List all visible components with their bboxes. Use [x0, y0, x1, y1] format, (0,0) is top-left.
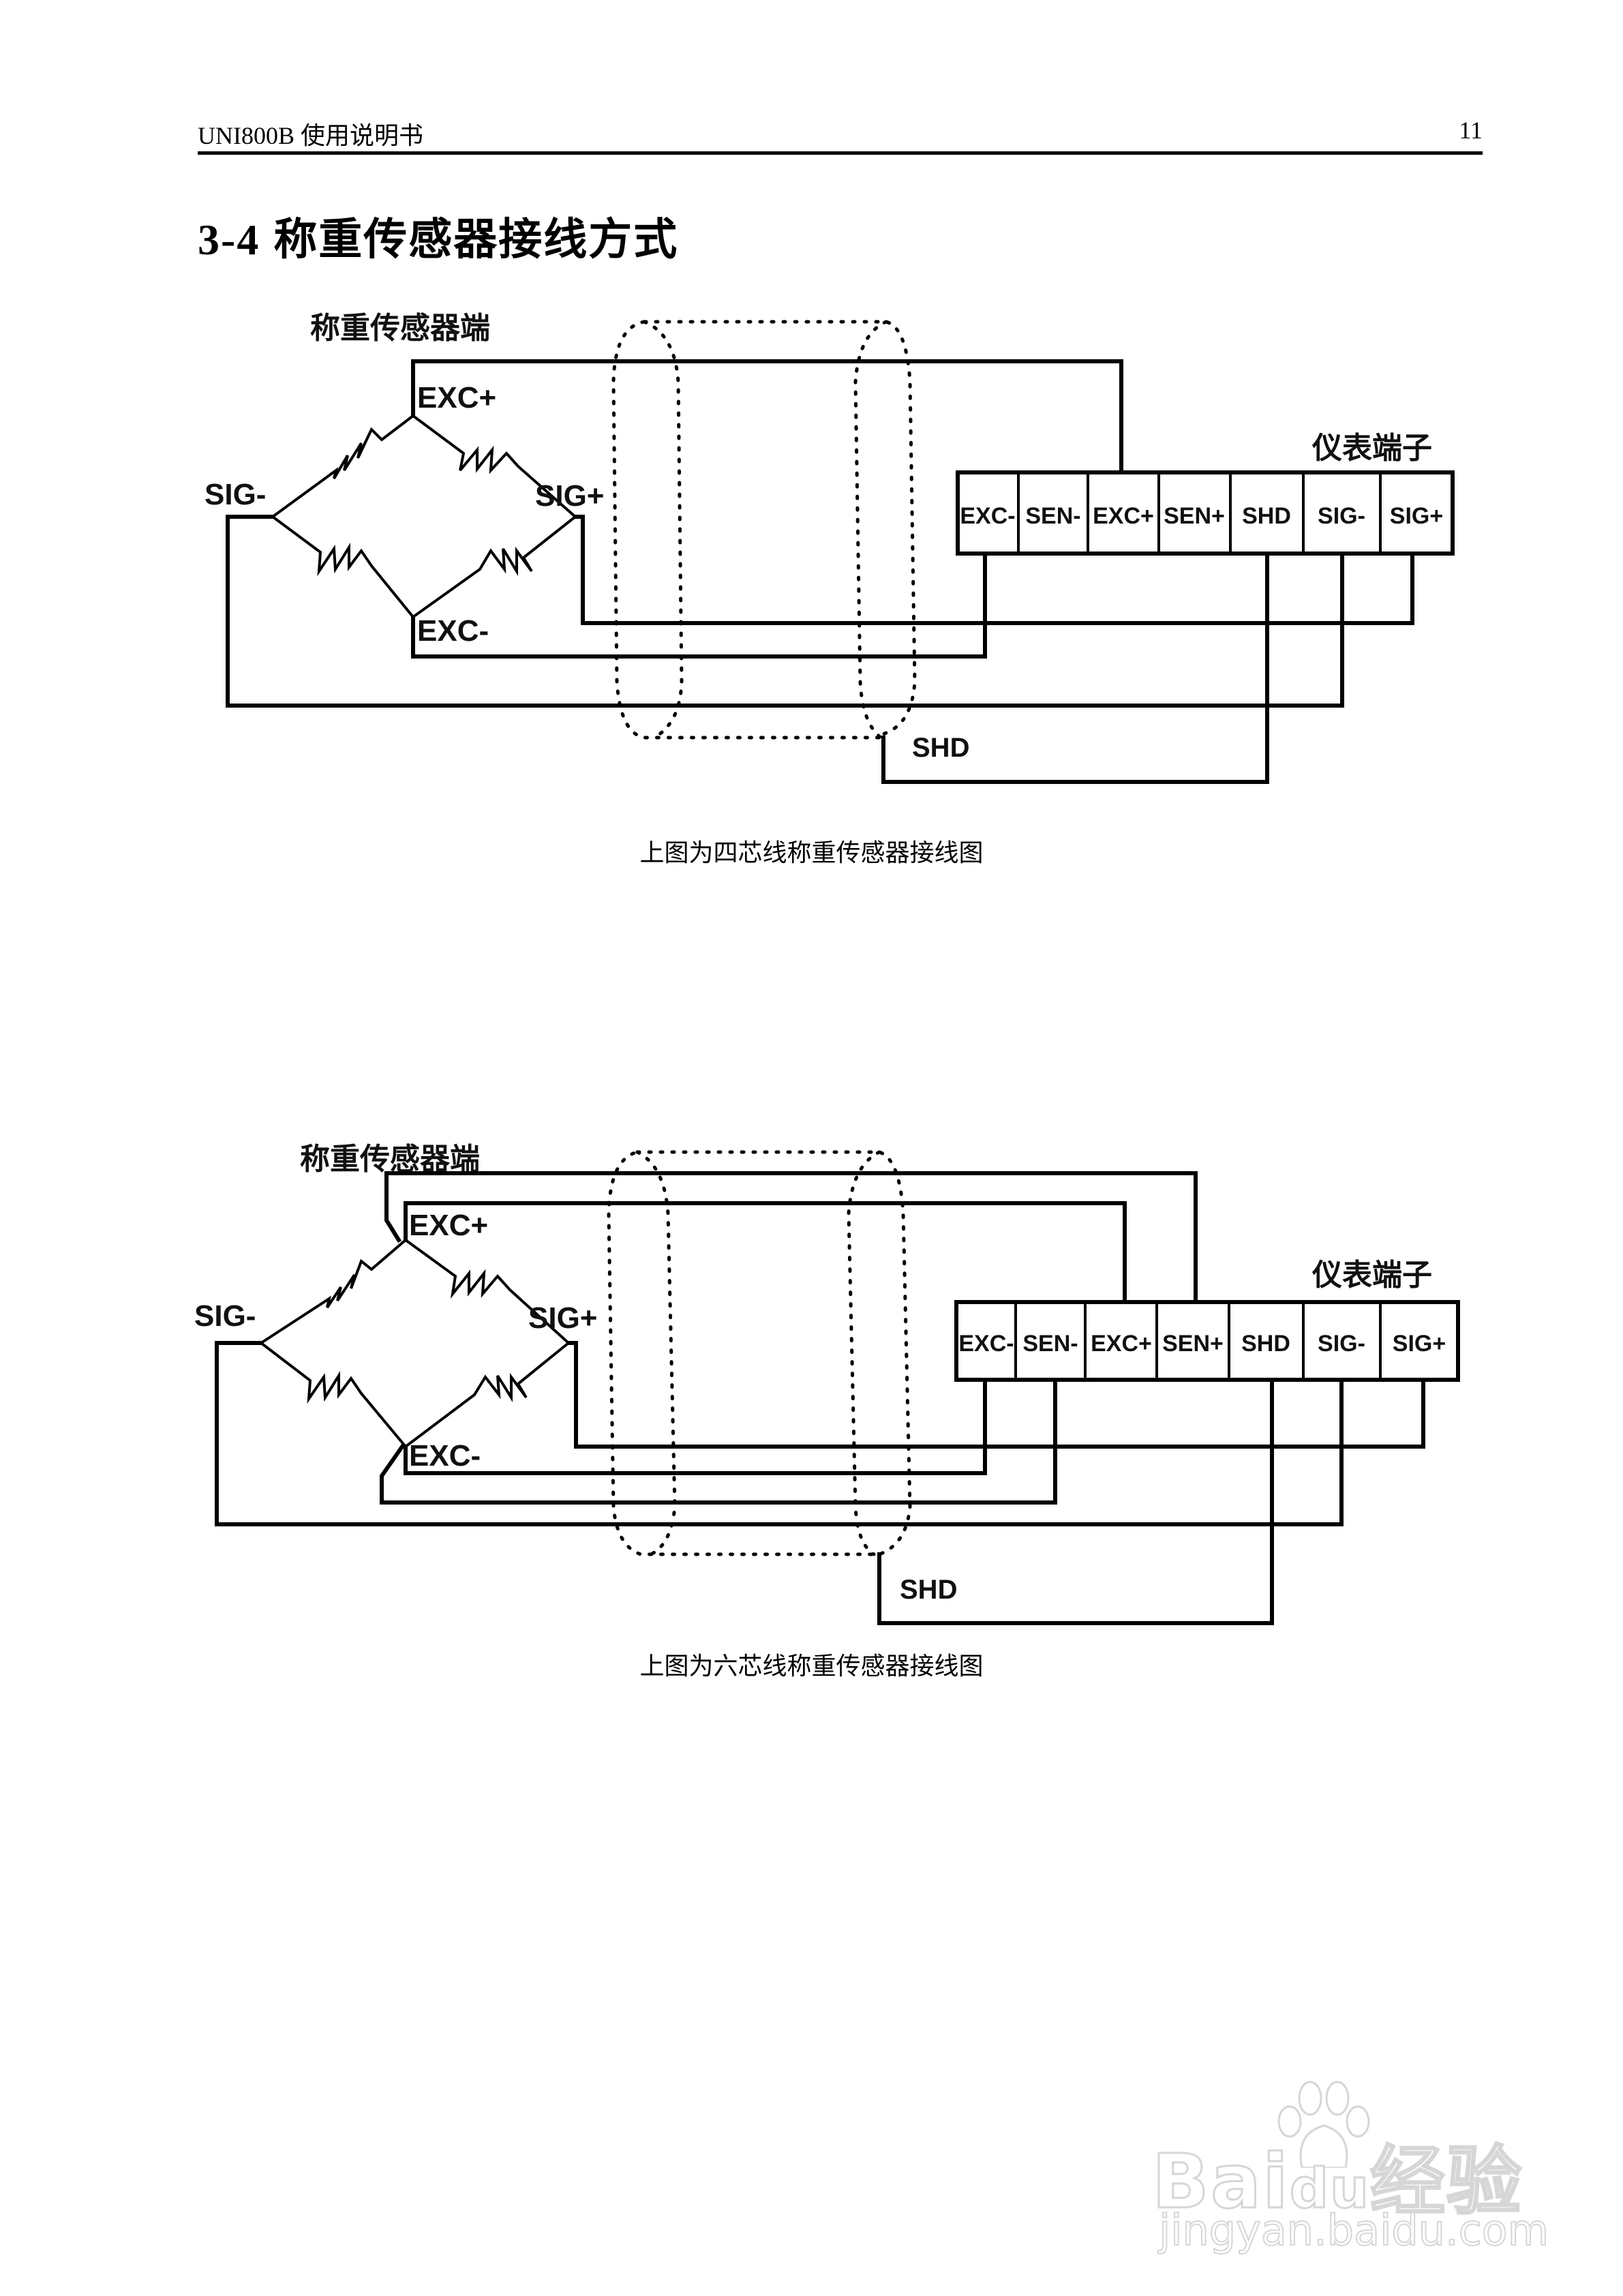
terminal-block-frame [956, 470, 1455, 556]
section-number: 3-4 [198, 215, 260, 264]
terminal-exc-minus: EXC- [958, 1331, 1014, 1357]
terminal-sen-plus: SEN+ [1162, 1331, 1224, 1357]
resistor-icon [404, 1239, 570, 1344]
cable-shield-inner-left-icon [635, 1150, 677, 1556]
paw-icon [1277, 2081, 1370, 2168]
wire-sen-plus [384, 1171, 1198, 1304]
bridge-exc-minus-label: EXC- [417, 614, 489, 648]
cable-shield-inner-right-icon [847, 1150, 881, 1556]
watermark-brand: Baidu经验 [1151, 2120, 1523, 2229]
bridge-sig-minus-label: SIG- [204, 478, 266, 511]
six-wire-caption: 上图为六芯线称重传感器接线图 [639, 1652, 984, 1680]
watermark-brand-right: 经验 [1369, 2137, 1523, 2226]
terminal-sen-minus: SEN- [1025, 503, 1080, 529]
four-wire-diagram: 称重传感器端 仪表端子 EXC+ EXC- SIG- SIG+ SHD [204, 311, 1455, 784]
terminal-exc-minus: EXC- [960, 503, 1015, 529]
shield-label: SHD [912, 733, 969, 763]
resistor-icon [260, 1239, 407, 1344]
resistor-icon [404, 1342, 570, 1448]
bridge-exc-plus-label: EXC+ [417, 381, 496, 414]
page-header: UNI800B 使用说明书 11 [198, 116, 1483, 151]
wheatstone-bridge: EXC+ EXC- SIG- SIG+ [194, 1209, 598, 1472]
wheatstone-bridge: EXC+ EXC- SIG- SIG+ [204, 381, 605, 648]
header-divider [198, 151, 1483, 155]
bridge-sig-plus-label: SIG+ [528, 1301, 598, 1335]
sensor-side-label: 称重传感器端 [300, 1142, 480, 1177]
six-wire-diagram: 称重传感器端 仪表端子 EXC+ EXC- SIG- SIG+ SHD [194, 1142, 1460, 1625]
terminal-block: EXC- SEN- EXC+ SEN+ SHD SIG- SIG+ [956, 470, 1455, 556]
cable-shield-inner-right-icon [853, 320, 888, 740]
cable-shield-icon [611, 320, 917, 740]
sensor-side-label: 称重传感器端 [310, 311, 490, 346]
terminal-shd: SHD [1241, 1331, 1290, 1357]
bridge-exc-plus-label: EXC+ [409, 1209, 488, 1242]
resistor-icon [271, 515, 414, 618]
terminal-shd: SHD [1242, 503, 1291, 529]
terminal-sig-minus: SIG- [1318, 1331, 1365, 1357]
bridge-exc-minus-label: EXC- [409, 1439, 481, 1472]
terminal-sig-minus: SIG- [1318, 503, 1365, 529]
resistor-icon [260, 1342, 407, 1448]
bridge-sig-minus-label: SIG- [194, 1299, 256, 1333]
wire-sig-minus [215, 1341, 1344, 1526]
watermark-brand-left: Bai [1151, 2137, 1290, 2226]
terminal-sig-plus: SIG+ [1393, 1331, 1446, 1357]
wire-exc-plus [404, 1201, 1127, 1304]
wire-exc-minus [411, 552, 987, 659]
cable-shield-inner-left-icon [642, 320, 684, 740]
terminal-sen-plus: SEN+ [1164, 503, 1225, 529]
terminal-sig-plus: SIG+ [1390, 503, 1443, 529]
terminal-exc-plus: EXC+ [1093, 503, 1154, 529]
four-wire-caption: 上图为四芯线称重传感器接线图 [639, 839, 984, 867]
baidu-jingyan-watermark: Baidu经验 jingyan.baidu.com [1151, 2079, 1561, 2256]
document-title: UNI800B 使用说明书 [198, 122, 423, 149]
wire-exc-minus [404, 1378, 987, 1475]
terminal-block: EXC- SEN- EXC+ SEN+ SHD SIG- SIG+ [954, 1300, 1460, 1382]
wire-sen-minus [380, 1378, 1057, 1505]
resistor-icon [271, 414, 414, 518]
terminal-sen-minus: SEN- [1022, 1331, 1078, 1357]
resistor-icon [412, 515, 577, 618]
terminal-exc-plus: EXC+ [1091, 1331, 1152, 1357]
shield-label: SHD [900, 1575, 957, 1605]
bridge-sig-plus-label: SIG+ [535, 479, 605, 513]
instrument-side-label: 仪表端子 [1311, 431, 1432, 466]
wire-sig-minus [226, 515, 1344, 708]
wire-sig-plus [573, 515, 1414, 625]
section-heading: 3-4 称重传感器接线方式 [198, 205, 678, 267]
section-title: 称重传感器接线方式 [273, 215, 679, 265]
wire-shield [881, 552, 1269, 784]
wire-shield [877, 1378, 1274, 1625]
resistor-icon [412, 414, 577, 518]
page-number: 11 [1459, 117, 1483, 144]
cable-shield-icon [607, 1150, 912, 1556]
watermark-brand-paw: du [1288, 2156, 1370, 2222]
instrument-side-label: 仪表端子 [1311, 1258, 1432, 1293]
wire-exc-plus [411, 359, 1123, 474]
watermark-url: jingyan.baidu.com [1158, 2205, 1549, 2256]
wire-sig-plus [566, 1341, 1425, 1449]
terminal-block-frame [954, 1300, 1460, 1382]
